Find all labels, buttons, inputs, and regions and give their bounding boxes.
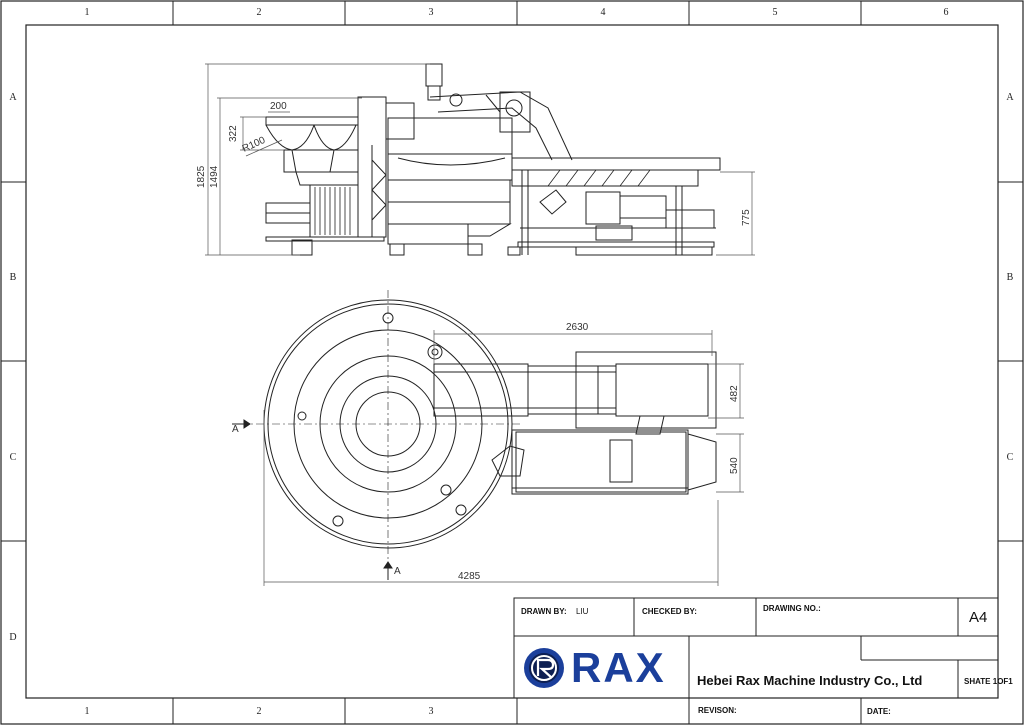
dim-r100: R100 [241,135,268,155]
zone-col-3-top: 3 [428,7,434,18]
paper-size: A4 [969,609,988,626]
plan-view [240,290,717,580]
zone-col-3-bottom: 3 [428,706,434,717]
dim-200: 200 [270,101,287,112]
drawing-no-label: DRAWING NO.: [763,604,821,613]
zone-col-5-top: 5 [772,7,778,18]
section-label-bottom: A [394,566,401,577]
zone-col-1-bottom: 1 [84,706,90,717]
dim-4285: 4285 [458,571,481,582]
dim-322: 322 [228,125,239,142]
zone-row-b-right: B [1006,272,1014,283]
drawn-by-label: DRAWN BY: [521,607,567,616]
sheet-number: SHATE 1OF1 [964,677,1013,686]
zone-col-2-bottom: 2 [256,706,262,717]
date-label: DATE: [867,707,891,716]
zone-row-c-right: C [1006,452,1014,463]
zone-row-c-left: C [9,452,17,463]
dim-482: 482 [729,385,740,402]
zone-row-a-left: A [9,92,17,103]
dim-1494: 1494 [209,165,220,188]
drawn-by-value: LIU [576,607,589,616]
revision-label: REVISON: [698,706,737,715]
plan-dimension-lines [263,330,744,586]
zone-col-4-top: 4 [600,7,606,18]
zone-col-6-top: 6 [943,7,949,18]
side-dimension-lines [205,63,755,256]
zone-row-a-right: A [1006,92,1014,103]
side-elevation-view [265,63,721,256]
checked-by-label: CHECKED BY: [642,607,697,616]
dim-1825: 1825 [196,165,207,188]
zone-col-2-top: 2 [256,7,262,18]
zone-col-1-top: 1 [84,7,90,18]
zone-row-b-left: B [9,272,17,283]
section-arrows [232,419,393,580]
dim-540: 540 [729,457,740,474]
company-logo-text: RAX [571,644,666,691]
zone-row-d-left: D [9,632,17,643]
dim-2630: 2630 [566,322,589,333]
title-block-grid [513,597,999,724]
rax-logo-icon [524,648,564,688]
section-label-left: A [232,424,239,435]
dim-775: 775 [741,209,752,226]
company-name: Hebei Rax Machine Industry Co., Ltd [697,673,923,688]
